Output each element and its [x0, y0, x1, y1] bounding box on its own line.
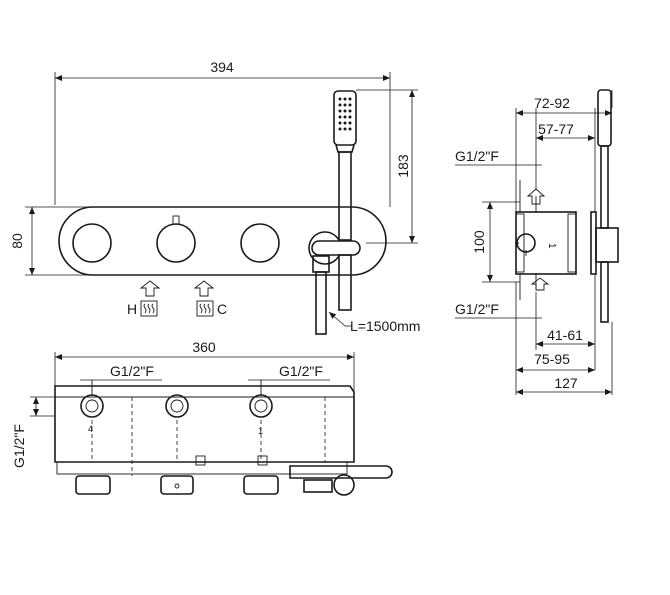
- center-handle-indicator: [172, 215, 180, 225]
- side-shower-handle: [600, 145, 609, 229]
- front-plate: [58, 206, 387, 276]
- outlet-elbow: [311, 240, 361, 256]
- thread-left-top: G1/2"F: [110, 363, 154, 379]
- left-mark: 4: [88, 424, 93, 434]
- hose-handle: [315, 271, 327, 335]
- center-connector: [165, 394, 189, 418]
- left-knob: [75, 475, 111, 495]
- top-view: 4 1 360 G1/2"F G1/2"F G1/2"F: [11, 339, 393, 496]
- left-handle: [72, 223, 112, 263]
- thread-side-bottom: G1/2"F: [455, 301, 499, 317]
- right-mark: 1: [258, 426, 263, 436]
- center-handle: [156, 223, 196, 263]
- side-body: [515, 211, 577, 275]
- cold-icon: [196, 300, 214, 317]
- dim-side-bottom-c: 127: [554, 375, 578, 391]
- shower-handle-lower: [338, 254, 352, 311]
- dim-side-bottom-a: 41-61: [547, 327, 583, 343]
- side-view: 1 100 72-92 57-77 G1/2"F G1/2"F 41-61 7: [455, 89, 619, 395]
- side-mark-1: 1: [546, 243, 557, 249]
- dim-side-depth-max: 72-92: [534, 95, 570, 111]
- cold-label: C: [217, 301, 227, 317]
- thread-vertical: G1/2"F: [11, 424, 27, 468]
- hot-inlet-marker: H: [127, 280, 161, 317]
- right-handle: [240, 223, 280, 263]
- right-connector: [249, 380, 273, 418]
- thread-side-top: G1/2"F: [455, 148, 499, 164]
- side-handle: [595, 227, 619, 263]
- dim-shower-height: 183: [395, 154, 411, 178]
- dim-hose-length: L=1500mm: [350, 318, 420, 334]
- outlet-holder: [333, 474, 355, 496]
- thread-right-top: G1/2"F: [279, 363, 323, 379]
- dim-side-bottom-b: 75-95: [534, 351, 570, 367]
- center-knob: [160, 475, 194, 495]
- hot-icon: [140, 300, 158, 317]
- side-hose: [600, 261, 609, 323]
- top-hot-icon: [195, 455, 206, 466]
- side-outlet: [516, 233, 536, 253]
- front-view: H C 394 80 183 L=1500mm: [9, 59, 420, 335]
- cold-inlet-marker: C: [193, 280, 227, 317]
- hot-label: H: [127, 301, 137, 317]
- dim-side-height: 100: [471, 230, 487, 254]
- left-connector: [80, 380, 104, 418]
- side-shower-head: [597, 89, 612, 147]
- top-cold-icon: [257, 455, 268, 466]
- right-knob: [243, 475, 279, 495]
- dim-front-height: 80: [9, 233, 25, 249]
- dim-side-depth-mid: 57-77: [538, 121, 574, 137]
- dim-top-width: 360: [192, 339, 216, 355]
- dim-front-width: 394: [210, 59, 234, 75]
- outlet-body: [303, 479, 333, 493]
- hand-shower: [333, 90, 357, 241]
